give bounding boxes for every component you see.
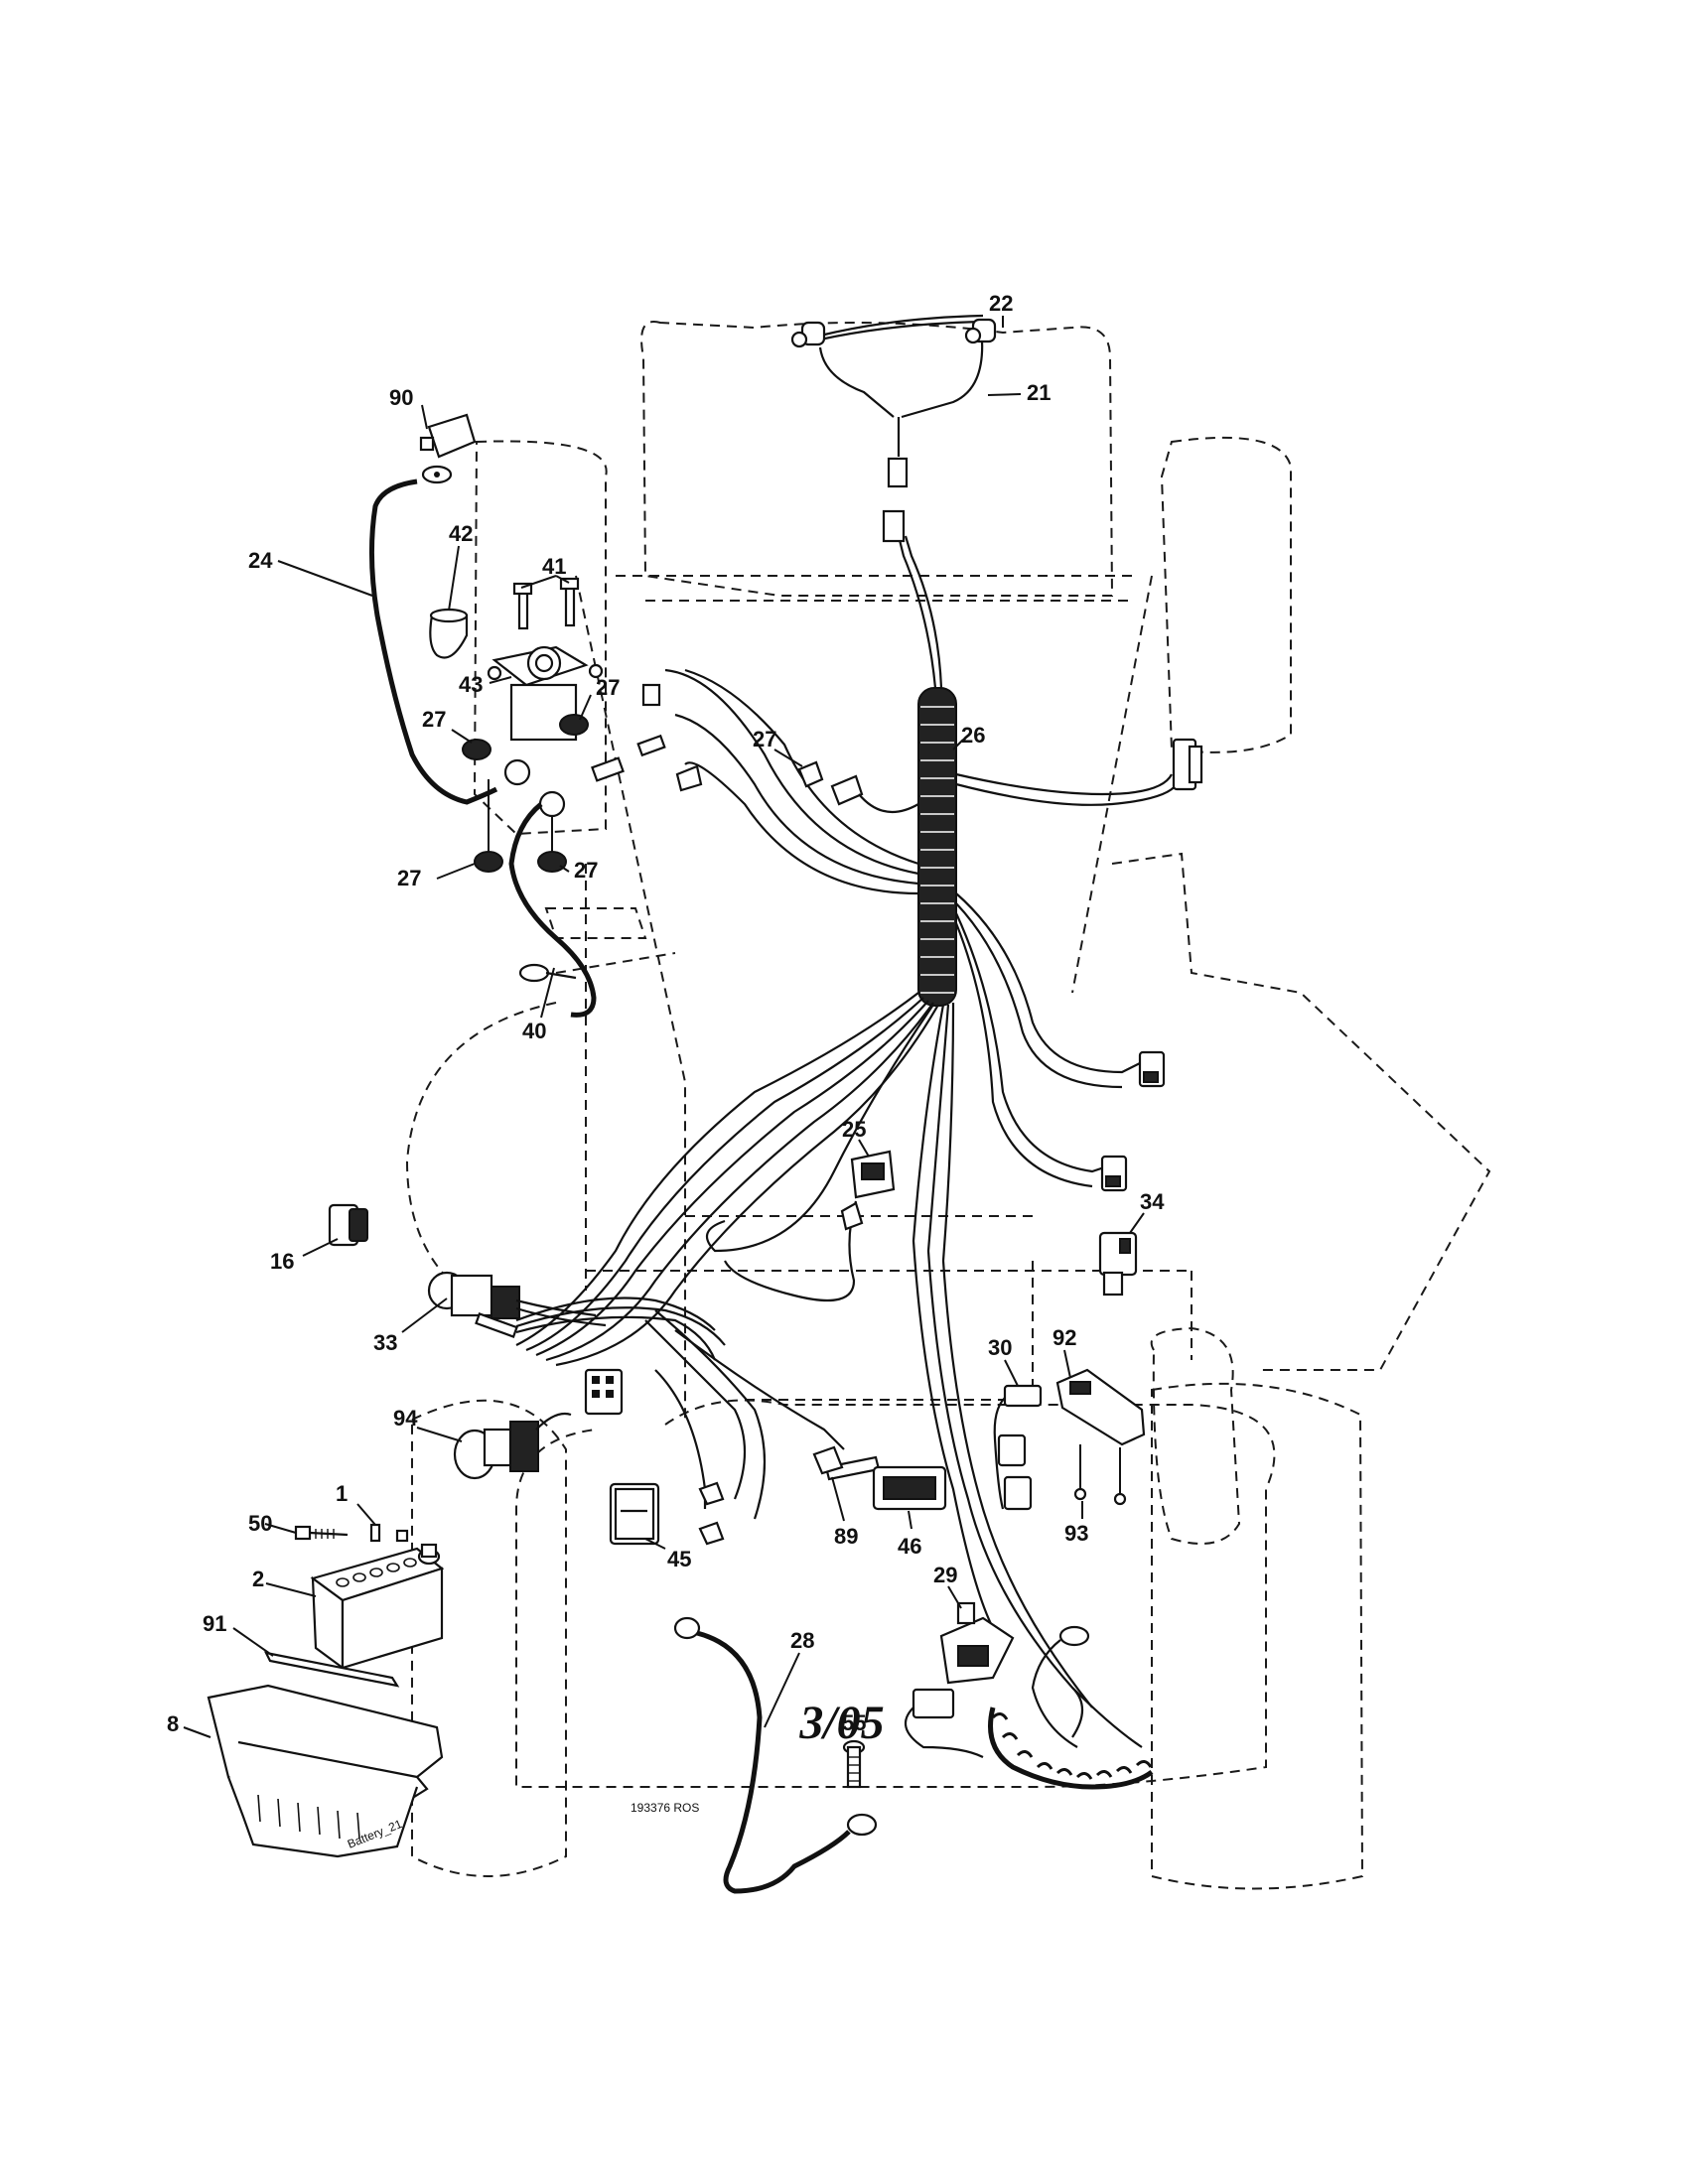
leader-lines: [183, 316, 1145, 1738]
callout-43: 43: [459, 672, 483, 697]
callout-1: 2: [252, 1567, 264, 1591]
switches-92-94: [993, 1368, 1146, 1511]
plug-16: [1098, 1231, 1138, 1297]
callout-27-upper-right: 27: [596, 675, 620, 700]
callout-90: 90: [389, 385, 413, 410]
callout-27-upper-left: 27: [422, 707, 446, 732]
pto-switch-50: [453, 1412, 572, 1480]
callout-50: 94: [393, 1406, 418, 1431]
callout-33: 16: [270, 1249, 294, 1274]
battery: [294, 1523, 445, 1671]
callout-27-battery: 1: [336, 1481, 348, 1506]
bolt-55: [842, 1739, 866, 1789]
ignition-switch-30: [427, 1271, 607, 1338]
callout-92: 30: [988, 1335, 1012, 1360]
switch-34: [724, 1150, 896, 1302]
cable-28: [673, 1616, 878, 1894]
callout-45: 45: [667, 1547, 691, 1571]
callout-16: 34: [1140, 1189, 1165, 1214]
switch-26: [797, 760, 919, 814]
callout-30: 33: [373, 1330, 397, 1355]
solenoid-assembly: [429, 577, 703, 1018]
callout-22: 22: [989, 291, 1013, 316]
callout-26: 27: [753, 727, 776, 751]
key-33: [328, 1203, 368, 1247]
callout-42: 42: [449, 521, 473, 546]
callout-27-lower-left: 27: [397, 866, 421, 890]
main-harness: [515, 535, 1178, 1748]
callout-91: 91: [203, 1611, 226, 1636]
callout-34: 25: [842, 1117, 866, 1142]
gauge-46: [698, 1445, 947, 1546]
connector-right: [1172, 738, 1203, 791]
callout-55: 55: [842, 1710, 866, 1735]
callout-27-lower-right: 27: [574, 858, 598, 883]
callout-41: 41: [542, 554, 566, 579]
callout-2: 50: [248, 1511, 272, 1536]
dash-bundle: [515, 1297, 726, 1416]
callout-29: 29: [933, 1563, 957, 1587]
callout-89: 89: [834, 1524, 858, 1549]
callout-24: 24: [248, 548, 273, 573]
callout-25: 40: [522, 1019, 546, 1043]
callout-40: 26: [961, 723, 985, 748]
callout-28: 28: [790, 1628, 814, 1653]
callout-93: 93: [1064, 1521, 1088, 1546]
connectors-right-mid: [1100, 1050, 1166, 1192]
hour-meter-45: [609, 1482, 660, 1546]
battery-tray: Battery_21: [207, 1651, 444, 1858]
callouts: 22 21 90 42 24 41 43 27 27 27 27 27 26 4…: [167, 291, 1165, 1736]
drawing-code: 193376 ROS: [631, 1801, 699, 1815]
module-29: [904, 1601, 1154, 1790]
callout-46: 46: [898, 1534, 921, 1559]
headlight-assembly: [790, 314, 997, 543]
callout-8: 8: [167, 1711, 179, 1736]
tractor-outline: [405, 321, 1491, 1890]
callout-21: 21: [1027, 380, 1051, 405]
callout-94: 92: [1052, 1325, 1076, 1350]
ground-cable: [368, 413, 498, 805]
page-number: 3/05: [799, 1697, 885, 1749]
